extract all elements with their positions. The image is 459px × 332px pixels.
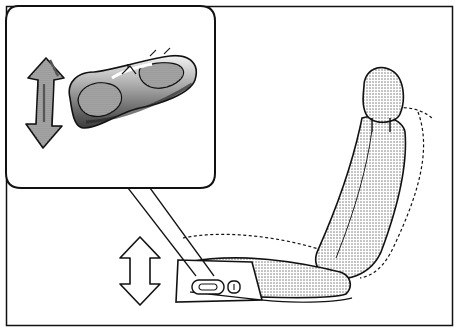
callout-magnifier-icon: [6, 6, 215, 188]
seat-switch-icon: [192, 280, 240, 294]
headrest: [363, 68, 403, 123]
switch-knob: [199, 284, 217, 290]
